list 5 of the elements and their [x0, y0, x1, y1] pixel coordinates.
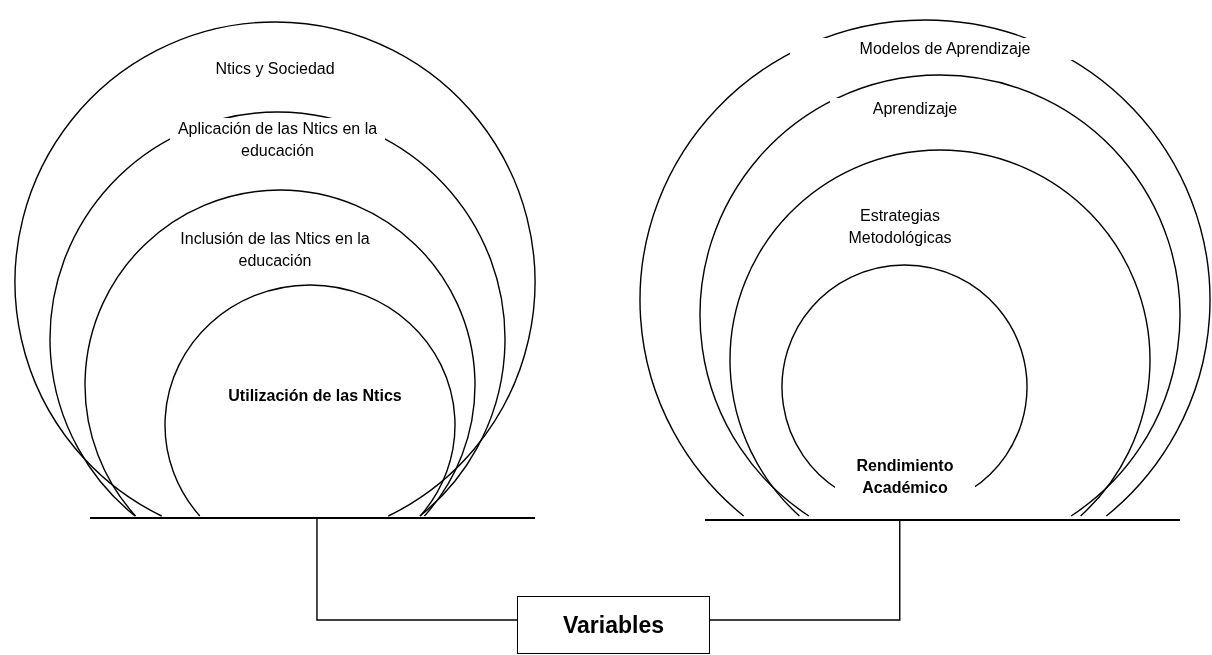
connector-line — [316, 518, 518, 621]
base-line — [90, 517, 535, 519]
title-box: Variables — [517, 596, 710, 654]
connector-line — [709, 520, 901, 621]
base-line — [705, 519, 1180, 521]
